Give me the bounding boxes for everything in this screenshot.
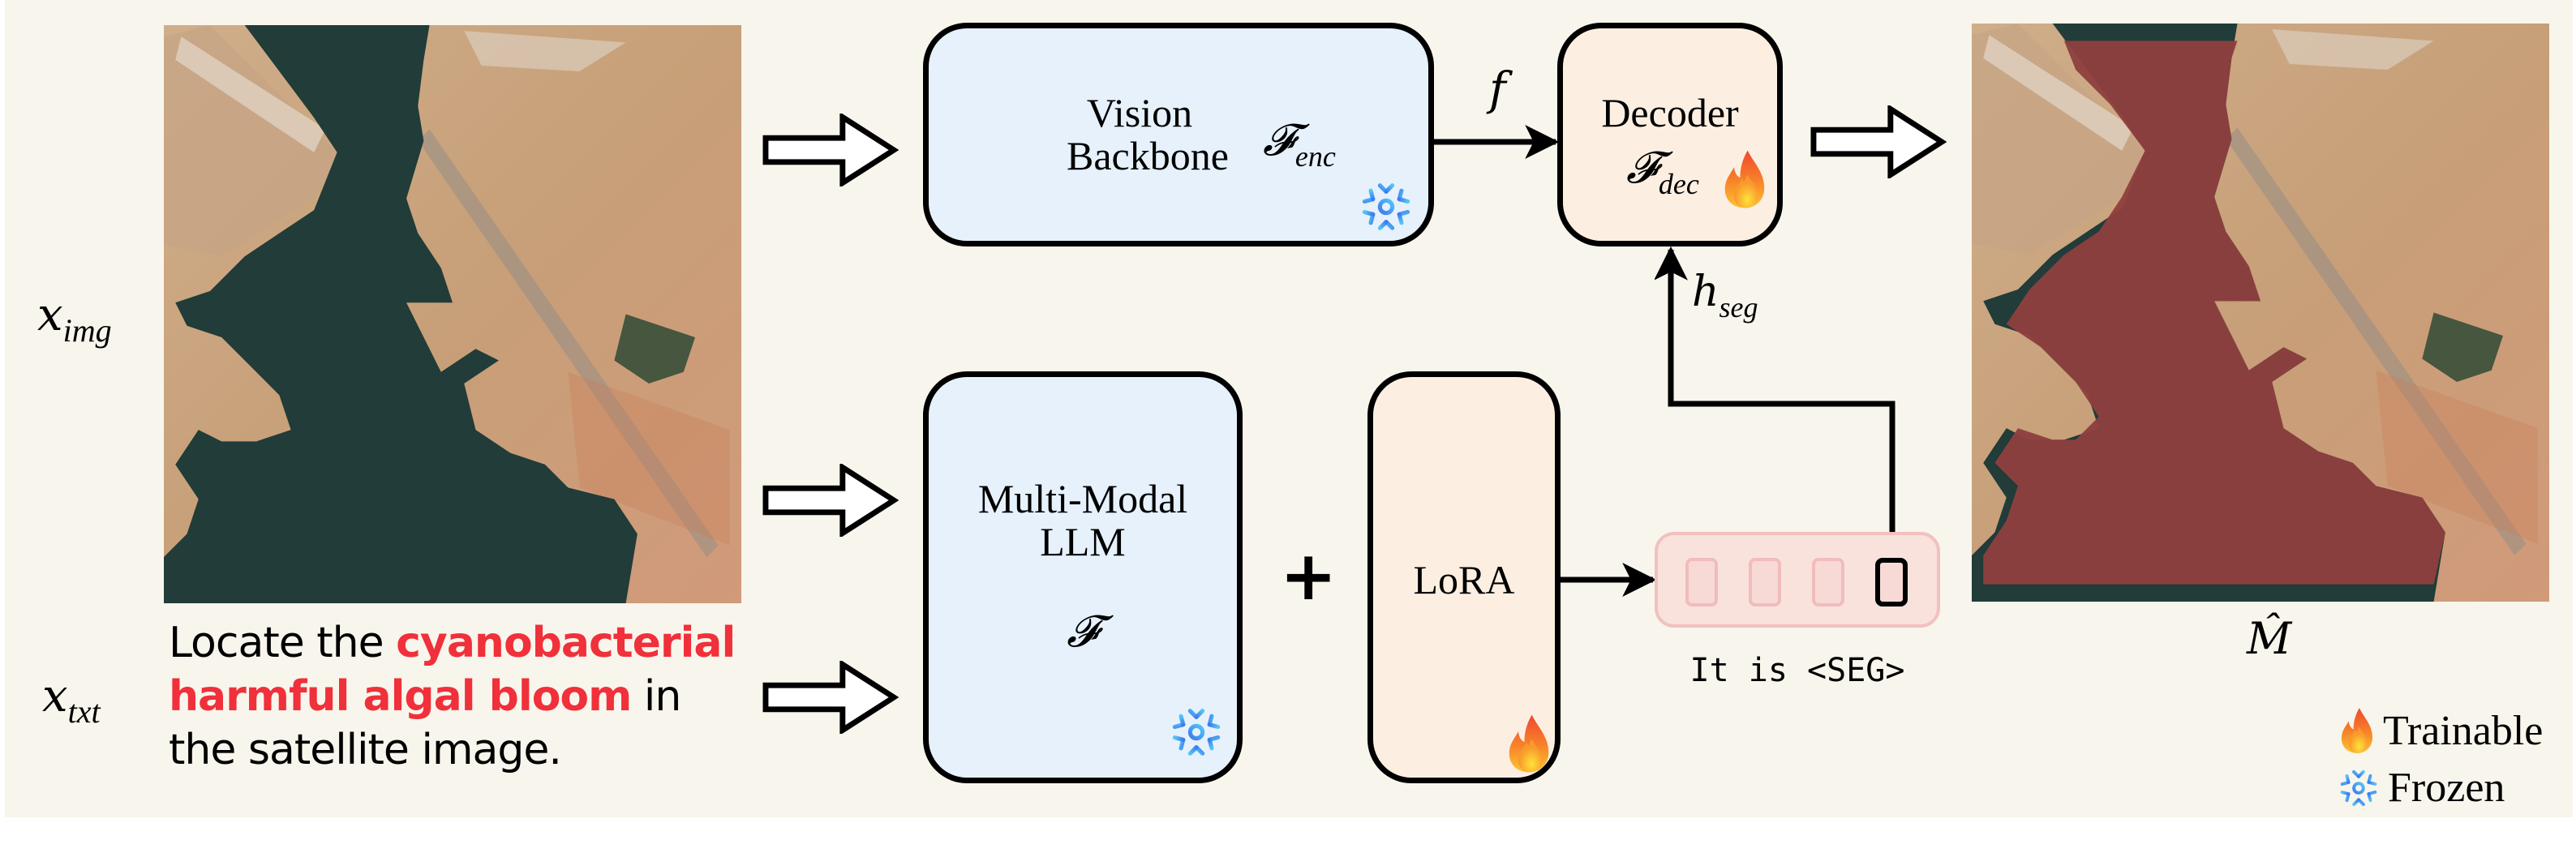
text-prompt: Locate the cyanobacterial harmful algal …	[169, 616, 753, 777]
seg-embedding-arrow	[1655, 246, 1896, 558]
lora-to-tokens-arrow	[1557, 563, 1657, 597]
decoder-block: Decoder 𝓕dec	[1557, 23, 1783, 246]
lora-label: LoRA	[1413, 557, 1515, 602]
flame-icon	[1724, 150, 1765, 208]
lora-block: LoRA	[1367, 371, 1561, 783]
token	[1749, 558, 1781, 607]
seg-token	[1875, 558, 1908, 607]
llm-label: Multi-Modal LLM	[977, 476, 1188, 564]
decoder-label: Decoder	[1601, 90, 1739, 135]
legend-item-frozen: Frozen	[2338, 764, 2505, 812]
seg-embedding-label: hseg	[1692, 268, 1758, 324]
image-to-llm-arrow	[762, 464, 899, 537]
feature-label: f	[1489, 63, 1506, 116]
token	[1685, 558, 1718, 607]
decoder-symbol: 𝓕dec	[1626, 142, 1699, 200]
bloom-mask	[1983, 41, 2445, 585]
encoder-symbol: 𝓕enc	[1263, 114, 1336, 173]
decoder-to-output-arrow	[1810, 105, 1947, 178]
prompt-prefix: Locate the	[169, 619, 397, 667]
plus-sign: +	[1280, 536, 1337, 615]
feature-arrow	[1431, 125, 1560, 159]
text-to-llm-arrow	[762, 661, 899, 734]
text-input-label: xtxt	[42, 670, 101, 730]
llm-symbol: 𝓕	[1067, 606, 1099, 657]
snowflake-icon	[1359, 179, 1414, 234]
flame-icon	[1509, 714, 1549, 773]
output-segmentation-image	[1972, 24, 2549, 602]
token	[1812, 558, 1844, 607]
snowflake-icon	[2338, 767, 2380, 809]
flame-icon	[2341, 708, 2373, 753]
multimodal-llm-block: Multi-Modal LLM 𝓕	[923, 371, 1243, 783]
image-to-backbone-arrow	[762, 114, 899, 186]
input-satellite-image	[164, 25, 741, 603]
vision-backbone-block: Vision Backbone 𝓕enc	[923, 23, 1434, 246]
output-mask-label: M̂	[2247, 613, 2292, 664]
prompt-highlight: cyanobacterial harmful algal bloom	[169, 619, 736, 721]
prompt-suffix: in the satellite image.	[169, 672, 681, 774]
output-token-sequence	[1655, 532, 1940, 628]
snowflake-icon	[1169, 705, 1224, 760]
image-input-label: ximg	[37, 289, 112, 349]
vision-backbone-label: Vision Backbone	[1067, 90, 1229, 178]
legend-item-trainable: Trainable	[2339, 705, 2543, 756]
token-caption: It is <SEG>	[1689, 652, 1905, 689]
